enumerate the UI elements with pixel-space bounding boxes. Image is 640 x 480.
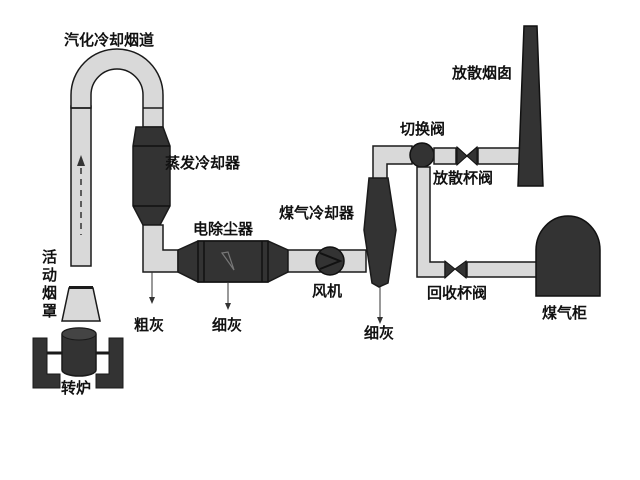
u-bend-flue	[70, 48, 164, 128]
riser-pipe	[70, 105, 92, 267]
label-fine-ash-1: 细灰	[212, 316, 242, 334]
vent-pipe-1	[433, 147, 457, 165]
converter-top	[61, 327, 97, 341]
converter-left-support	[32, 337, 61, 389]
flow-arrow-head-icon	[77, 155, 85, 166]
label-movable-hood-char: 罩	[42, 302, 57, 320]
label-switch-valve: 切换阀	[400, 120, 445, 138]
label-fine-ash-2: 细灰	[364, 324, 394, 342]
vent-stack	[517, 25, 544, 187]
cooler-to-switch-pipe	[372, 145, 413, 179]
switch-valve	[409, 142, 435, 168]
label-gas-cooler: 煤气冷却器	[279, 204, 355, 222]
fine-ash-arrow-icon	[377, 317, 383, 324]
label-converter: 转炉	[61, 379, 91, 397]
label-movable-hood-char: 动	[42, 266, 57, 284]
fine-ash-arrow-icon	[225, 303, 231, 310]
label-vent-stack: 放散烟囱	[451, 64, 512, 82]
label-movable-hood: 活动烟罩	[42, 248, 57, 320]
coarse-ash-arrow-icon	[149, 297, 155, 304]
esp-body	[197, 240, 269, 283]
converter-right-support	[95, 337, 124, 389]
label-coarse-ash: 粗灰	[134, 316, 164, 334]
evaporative-cooler	[132, 126, 171, 226]
recovery-pipe	[466, 261, 540, 278]
lightning-icon	[220, 251, 235, 271]
valve-half	[466, 145, 478, 167]
label-evaporative-cooler: 蒸发冷却器	[165, 154, 241, 172]
valve-half	[454, 260, 467, 280]
recovery-cup-valve-icon	[444, 259, 456, 280]
movable-hood	[61, 287, 101, 322]
label-vaporization-flue: 汽化冷却烟道	[64, 31, 154, 49]
fan-arrow-icon	[319, 252, 343, 270]
label-electrostatic-precipitator: 电除尘器	[193, 220, 254, 238]
cooler-to-esp-pipe	[142, 224, 179, 273]
label-fan: 风机	[312, 282, 342, 300]
label-recovery-cup-valve: 回收杯阀	[427, 284, 487, 302]
vent-pipe-2	[477, 147, 521, 165]
gas-cooler	[363, 177, 397, 288]
hood-collar	[69, 286, 93, 289]
label-gas-holder: 煤气柜	[542, 304, 587, 322]
label-movable-hood-char: 活	[42, 248, 57, 266]
label-movable-hood-char: 烟	[42, 284, 57, 302]
valve-half	[456, 145, 468, 167]
gas-holder	[535, 215, 601, 297]
label-vent-cup-valve: 放散杯阀	[432, 169, 493, 187]
